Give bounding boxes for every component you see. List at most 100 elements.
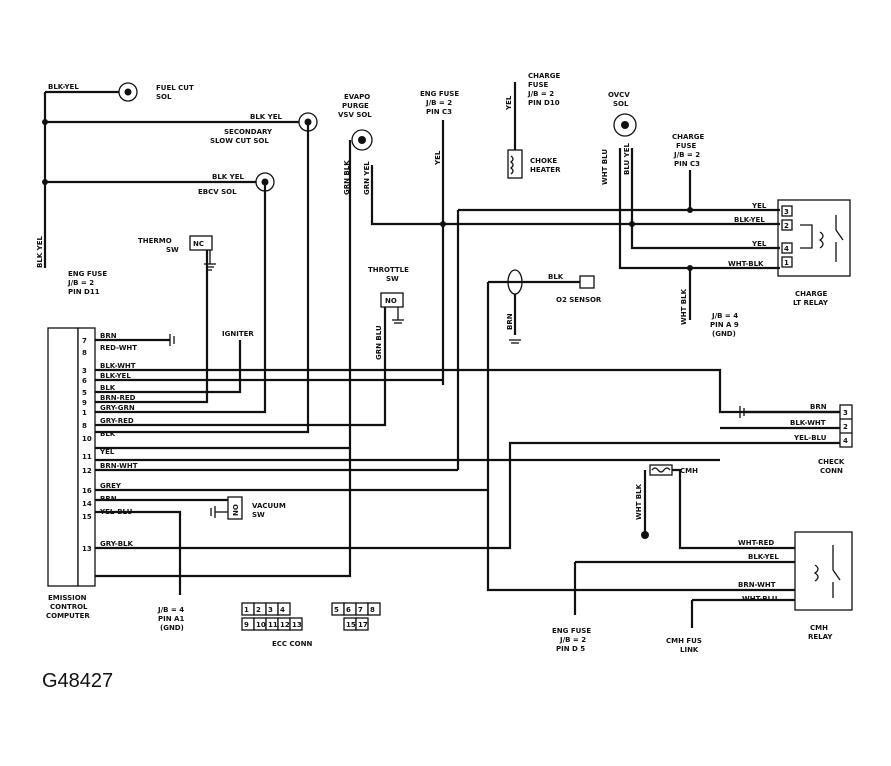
computer-pin-number: 9: [82, 399, 87, 407]
svg-text:ENG FUSE: ENG FUSE: [420, 90, 459, 98]
svg-text:(GND): (GND): [712, 330, 736, 338]
ecc-pin-number: 7: [358, 606, 363, 614]
throttle-switch: NO THROTTLE SW GRN BLU: [95, 266, 409, 427]
svg-text:CMH FUS: CMH FUS: [666, 637, 702, 645]
svg-text:EVAPO: EVAPO: [344, 93, 370, 101]
svg-text:IGNITER: IGNITER: [222, 330, 254, 338]
svg-text:BLU YEL: BLU YEL: [623, 142, 631, 175]
svg-text:YEL: YEL: [434, 150, 442, 166]
svg-text:BRN-WHT: BRN-WHT: [738, 581, 776, 589]
svg-text:NC: NC: [193, 240, 204, 248]
svg-text:CHARGE: CHARGE: [528, 72, 561, 80]
cmh-fusible-link-label: CMH FUS LINK: [666, 637, 702, 654]
computer-pin-number: 6: [82, 377, 87, 385]
svg-text:PIN C3: PIN C3: [426, 108, 452, 116]
svg-text:CONN: CONN: [820, 467, 843, 475]
svg-text:FUSE: FUSE: [676, 142, 697, 150]
cmh-relay: WHT-RED BLK-YEL BRN-WHT WHT-BLU CMH RELA…: [573, 531, 853, 641]
ecc-pin-number: 3: [268, 606, 273, 614]
ecc-pin-cell: [355, 617, 369, 631]
svg-text:J/B = 4: J/B = 4: [157, 606, 184, 614]
svg-text:VACUUM: VACUUM: [252, 502, 286, 510]
svg-text:SECONDARY: SECONDARY: [224, 128, 273, 136]
svg-text:PURGE: PURGE: [342, 102, 369, 110]
eng-fuse-left-label: ENG FUSE J/B = 2 PIN D11: [67, 270, 107, 296]
svg-text:WHT-RED: WHT-RED: [738, 539, 774, 547]
jb4-pin-a9-ground: J/B = 4 PIN A 9 (GND): [710, 312, 739, 338]
svg-text:THERMO: THERMO: [138, 237, 172, 245]
svg-text:J/B = 4: J/B = 4: [711, 312, 738, 320]
svg-text:GRN BLK: GRN BLK: [343, 160, 351, 195]
svg-text:EMISSION: EMISSION: [48, 594, 87, 602]
ecc-pin-number: 6: [346, 606, 351, 614]
svg-text:4: 4: [784, 245, 789, 253]
svg-text:SOL: SOL: [613, 100, 629, 108]
svg-text:J/B = 2: J/B = 2: [67, 279, 94, 287]
ecc-pin-number: 5: [334, 606, 339, 614]
svg-text:J/B = 2: J/B = 2: [673, 151, 700, 159]
jb4-pin-a1-ground: J/B = 4 PIN A1 (GND): [157, 606, 184, 632]
svg-text:BRN: BRN: [506, 313, 514, 330]
svg-text:ENG FUSE: ENG FUSE: [68, 270, 107, 278]
computer-wire-color: RED-WHT: [100, 344, 137, 352]
computer-wire-color: GREY: [100, 482, 122, 490]
check-connector: 3 2 4 BRN BLK-WHT YEL-BLU CHECK CONN: [790, 403, 853, 475]
svg-text:COMPUTER: COMPUTER: [46, 612, 90, 620]
svg-text:YEL: YEL: [751, 202, 767, 210]
svg-text:CMH: CMH: [810, 624, 828, 632]
svg-text:LINK: LINK: [680, 646, 699, 654]
svg-text:J/B = 2: J/B = 2: [559, 636, 586, 644]
svg-text:NO: NO: [232, 504, 240, 516]
charge-relay-wires: YEL BLK-YEL YEL WHT-BLK WHT BLU BLU YEL …: [343, 120, 780, 470]
svg-text:PIN A1: PIN A1: [158, 615, 184, 623]
svg-text:SW: SW: [166, 246, 179, 254]
ecc-pin-cell: [289, 617, 303, 631]
svg-text:GRN YEL: GRN YEL: [363, 161, 371, 195]
cmh-heater: CMH WHT BLK: [635, 464, 795, 550]
computer-wire-color: GRY-RED: [100, 417, 134, 425]
eng-fuse-top-label: ENG FUSE J/B = 2 PIN C3: [420, 90, 459, 116]
ecc-pin-number: 8: [370, 606, 375, 614]
ecc-pin-number: 13: [292, 621, 302, 629]
svg-text:EBCV SOL: EBCV SOL: [198, 188, 237, 196]
svg-text:2: 2: [843, 423, 848, 431]
svg-text:CONTROL: CONTROL: [50, 603, 88, 611]
svg-text:THROTTLE: THROTTLE: [368, 266, 409, 274]
svg-text:4: 4: [843, 437, 848, 445]
ovcv-solenoid: OVCV SOL: [608, 91, 637, 137]
svg-text:BRN: BRN: [810, 403, 827, 411]
svg-text:VSV SOL: VSV SOL: [338, 111, 372, 119]
svg-text:3: 3: [843, 409, 848, 417]
ecc-pin-number: 10: [256, 621, 266, 629]
svg-text:PIN D11: PIN D11: [68, 288, 100, 296]
svg-text:SW: SW: [252, 511, 265, 519]
svg-text:WHT-BLU: WHT-BLU: [742, 595, 778, 603]
igniter: IGNITER: [95, 330, 254, 394]
vacuum-switch: NO VACUUM SW: [210, 496, 286, 520]
svg-text:2: 2: [784, 222, 789, 230]
svg-text:WHT BLK: WHT BLK: [680, 288, 688, 325]
svg-text:FUEL CUT: FUEL CUT: [156, 84, 194, 92]
svg-text:PIN C3: PIN C3: [674, 160, 700, 168]
svg-text:1: 1: [784, 259, 789, 267]
svg-text:O2 SENSOR: O2 SENSOR: [556, 296, 602, 304]
svg-text:NO: NO: [385, 297, 397, 305]
computer-pin-number: 14: [82, 500, 92, 508]
svg-text:PIN D 5: PIN D 5: [556, 645, 585, 653]
svg-text:BLK-YEL: BLK-YEL: [748, 553, 779, 561]
thermo-switch: NC THERMO SW: [95, 235, 216, 404]
svg-text:J/B = 2: J/B = 2: [527, 90, 554, 98]
svg-text:SLOW CUT SOL: SLOW CUT SOL: [210, 137, 269, 145]
ecc-pin-number: 9: [244, 621, 249, 629]
computer-wire-color: BLK-YEL: [100, 372, 131, 380]
ecc-pin-number: 2: [256, 606, 261, 614]
svg-text:J/B = 2: J/B = 2: [425, 99, 452, 107]
computer-pin-number: 3: [82, 367, 87, 375]
ecc-pin-number: 15: [346, 621, 356, 629]
svg-text:PIN A 9: PIN A 9: [710, 321, 739, 329]
svg-text:WHT BLK: WHT BLK: [635, 483, 643, 520]
svg-text:BLK YEL: BLK YEL: [212, 173, 245, 181]
svg-text:PIN D10: PIN D10: [528, 99, 560, 107]
emission-control-computer: EMISSION CONTROL COMPUTER: [46, 327, 96, 620]
svg-text:BLK-YEL: BLK-YEL: [48, 83, 79, 91]
